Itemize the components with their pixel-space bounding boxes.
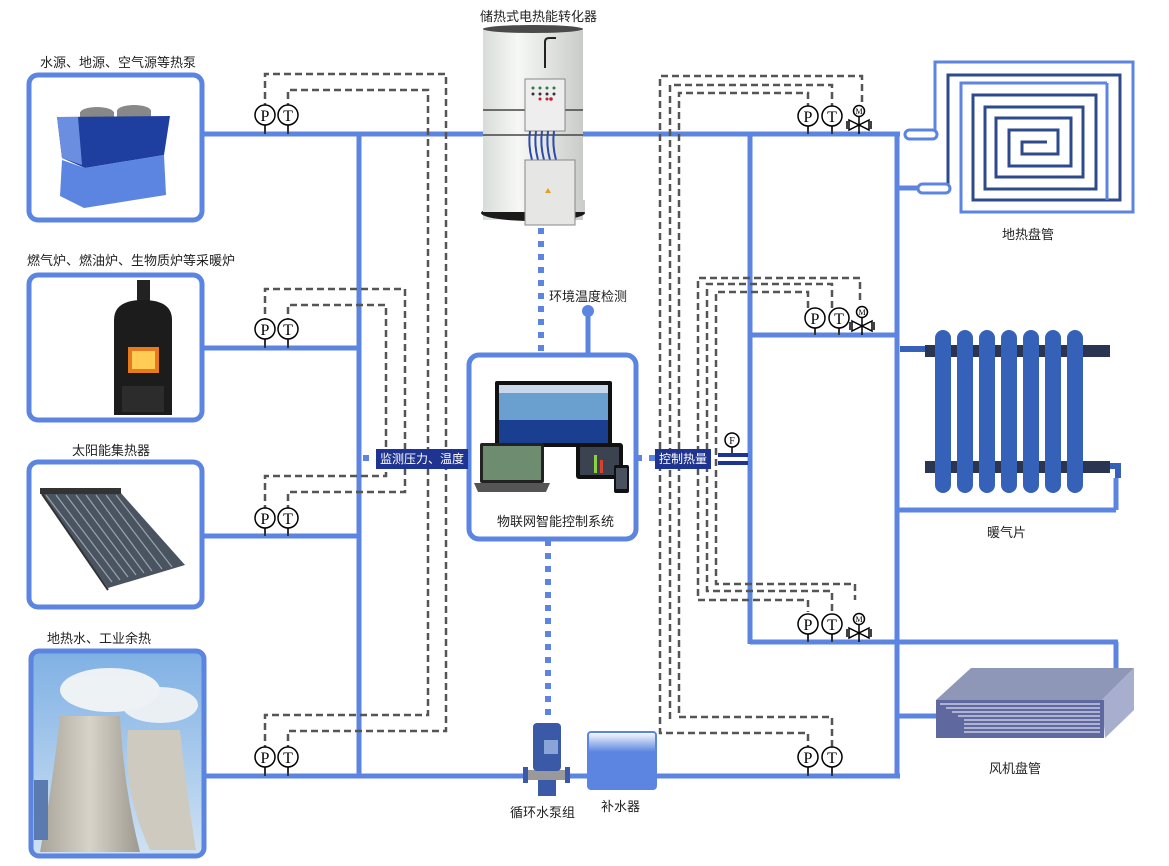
pressure-gauge-label: P bbox=[804, 750, 813, 767]
source-box-stove bbox=[26, 272, 205, 423]
motor-valve-label: M bbox=[858, 308, 865, 317]
storage-converter-label: 储热式电热能转化器 bbox=[480, 10, 598, 25]
signal-wires-left bbox=[263, 72, 448, 752]
computer-screens-icon bbox=[474, 381, 629, 493]
temperature-gauge-icon: T bbox=[277, 507, 299, 536]
terminal-label-radiator: 暖气片 bbox=[987, 526, 1027, 541]
pressure-gauge-icon: P bbox=[254, 318, 276, 348]
source-box-geothermal bbox=[28, 648, 207, 859]
motor-valve-icon: M bbox=[846, 104, 872, 134]
pressure-gauge-label: P bbox=[261, 108, 270, 125]
pressure-gauge-icon: P bbox=[254, 104, 276, 134]
temperature-gauge-label: T bbox=[283, 750, 293, 767]
temperature-gauge-label: T bbox=[827, 617, 837, 634]
terminal-label-floor-heating: 地热盘管 bbox=[1002, 228, 1055, 243]
fan-coil-icon bbox=[936, 668, 1134, 738]
radiator-fin bbox=[1023, 330, 1039, 493]
temperature-gauge-label: T bbox=[283, 108, 293, 125]
pressure-gauge-icon: P bbox=[797, 105, 819, 134]
temperature-gauge-label: T bbox=[834, 311, 844, 328]
env-temp-probe bbox=[582, 305, 594, 356]
radiator-fin bbox=[1067, 330, 1083, 493]
source-label-geothermal: 地热水、工业余热 bbox=[47, 632, 152, 647]
radiator-fin bbox=[1001, 330, 1017, 493]
source-label-heat-pump: 水源、地源、空气源等热泵 bbox=[40, 56, 197, 71]
flow-meter-icon: F bbox=[718, 432, 748, 465]
pressure-gauge-label: P bbox=[261, 511, 270, 528]
pressure-gauge-label: P bbox=[261, 750, 270, 767]
source-box-heat-pump bbox=[26, 72, 205, 223]
temperature-gauge-label: T bbox=[827, 750, 837, 767]
temperature-gauge-label: T bbox=[283, 511, 293, 528]
temperature-gauge-label: T bbox=[283, 322, 293, 339]
monitor-pressure-temp-tag: 监测压力、温度 bbox=[376, 449, 469, 469]
radiator-fin bbox=[935, 330, 951, 493]
radiator-icon bbox=[900, 330, 1121, 493]
temperature-gauge-icon: T bbox=[828, 307, 850, 335]
iot-control-box bbox=[466, 352, 639, 542]
floor-heating-coil-icon bbox=[903, 60, 1135, 214]
motor-valve-icon: M bbox=[846, 612, 872, 642]
pressure-gauge-icon: P bbox=[797, 746, 819, 776]
pressure-gauge-label: P bbox=[811, 311, 820, 328]
motor-valve-label: M bbox=[855, 107, 862, 116]
pipes-right bbox=[747, 134, 1119, 778]
stove-icon bbox=[114, 280, 172, 415]
circulation-pump-icon bbox=[523, 723, 570, 796]
pressure-gauge-label: P bbox=[261, 322, 270, 339]
temperature-gauge-label: T bbox=[827, 109, 837, 126]
env-temp-label: 环境温度检测 bbox=[549, 290, 628, 305]
pressure-gauge-icon: P bbox=[254, 507, 276, 536]
pressure-gauge-icon: P bbox=[254, 746, 276, 776]
heat-pump-icon bbox=[57, 105, 170, 208]
flow-meter-label: F bbox=[729, 436, 735, 447]
cooling-tower-icon bbox=[34, 668, 198, 852]
makeup-water-icon bbox=[587, 731, 657, 790]
signal-wires-right bbox=[658, 74, 864, 748]
pressure-gauge-label: P bbox=[804, 617, 813, 634]
radiator-fin bbox=[1045, 330, 1061, 493]
pressure-gauge-label: P bbox=[804, 109, 813, 126]
motor-valve-label: M bbox=[855, 615, 862, 624]
terminal-label-fan-coil: 风机盘管 bbox=[989, 762, 1042, 777]
iot-system-label: 物联网智能控制系统 bbox=[497, 515, 615, 530]
source-label-solar: 太阳能集热器 bbox=[72, 444, 151, 459]
makeup-label: 补水器 bbox=[601, 800, 641, 815]
temperature-gauge-icon: T bbox=[821, 105, 843, 134]
pump-label: 循环水泵组 bbox=[510, 806, 576, 821]
pressure-gauge-icon: P bbox=[797, 613, 819, 642]
storage-converter bbox=[481, 25, 585, 226]
source-label-stove: 燃气炉、燃油炉、生物质炉等采暖炉 bbox=[27, 254, 236, 269]
motor-valve-icon: M bbox=[849, 305, 875, 335]
temperature-gauge-icon: T bbox=[277, 746, 299, 776]
pressure-gauge-icon: P bbox=[804, 307, 826, 335]
radiator-fin bbox=[957, 330, 973, 493]
temperature-gauge-icon: T bbox=[277, 104, 299, 134]
radiator-fin bbox=[979, 330, 995, 493]
temperature-gauge-icon: T bbox=[821, 613, 843, 642]
solar-collector-icon bbox=[40, 488, 185, 591]
temperature-gauge-icon: T bbox=[821, 746, 843, 776]
source-box-solar bbox=[26, 459, 205, 610]
temperature-gauge-icon: T bbox=[277, 318, 299, 348]
control-heat-tag: 控制热量 bbox=[655, 449, 712, 469]
